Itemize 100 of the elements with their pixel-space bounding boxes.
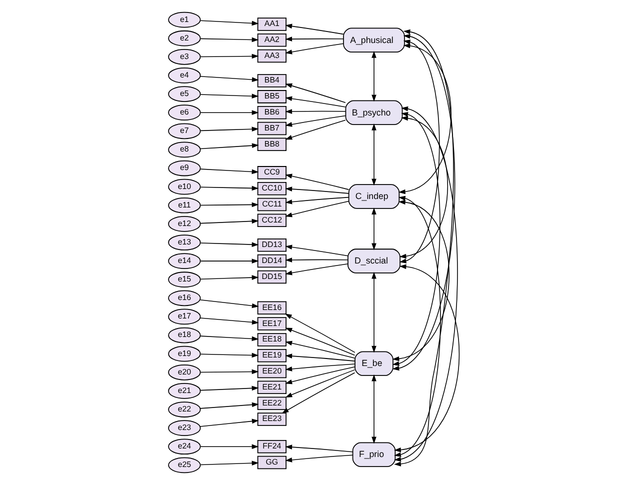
arrow [200,186,258,191]
node-ellipse: e6 [168,104,200,121]
node-ellipse: e17 [168,308,200,325]
node-ellipse: e14 [168,253,200,269]
arrow [200,54,258,59]
arrow [200,218,258,224]
arrow [284,366,355,384]
arrow [200,369,258,374]
arrow [200,336,258,342]
node-ellipse: e23 [168,420,200,436]
arrow [200,37,258,42]
arrow [284,454,352,462]
node-box: AA2 [256,34,286,47]
arrow [394,264,460,452]
arrow [284,340,355,359]
node-ellipse: e5 [168,86,200,102]
arrow [284,174,349,190]
node-ellipse: e20 [168,364,200,380]
arrow [284,24,344,35]
arrow [398,40,440,264]
arrow [284,200,349,218]
node-ellipse: e12 [168,216,200,232]
arrow [392,112,440,366]
node-box: EE20 [256,364,286,378]
node-box: EE17 [256,317,286,330]
node-box: EE19 [256,348,286,362]
node-box: CC9 [256,166,286,180]
node-ellipse: e7 [168,123,200,140]
node-box: BB5 [256,90,286,104]
arrow [371,123,376,186]
node-ellipse: e19 [168,346,200,362]
node-box: EE22 [256,396,286,410]
node-box: CC12 [256,214,286,228]
node-ellipse: e10 [168,178,200,195]
node-ellipse: e18 [168,327,200,344]
node-ellipse: e8 [168,142,200,158]
node-ellipse: e13 [168,234,200,250]
node-box: DD14 [256,254,286,268]
arrow [371,374,376,444]
arrow [199,318,258,325]
arrow [398,43,451,194]
node-ellipse: e25 [168,457,200,474]
arrow [284,96,346,108]
arrow [394,29,454,466]
arrow [200,352,258,358]
node-box: GG [256,456,286,470]
arrow [394,196,440,458]
arrow [200,386,258,391]
arrow [284,109,346,114]
node-box: EE23 [256,412,286,426]
node-ellipse: e2 [168,30,200,46]
arrow [284,186,349,194]
arrow [394,106,458,462]
arrow [284,43,344,54]
node-ellipse: e3 [168,49,200,65]
node-ellipse: e24 [168,438,200,455]
arrow [284,258,348,262]
node-box: DD13 [256,238,286,252]
arrow [284,244,348,256]
node-ellipse: e9 [168,160,200,176]
arrow [284,196,349,204]
node-box: BB6 [256,106,286,120]
node-ellipse: e1 [168,12,200,28]
arrow [284,369,355,398]
arrow [392,34,454,371]
node-box: EE16 [256,301,286,315]
arrow [284,83,346,104]
arrow [200,126,258,132]
node-ellipse: e15 [168,272,200,288]
node-ellipse: e4 [168,68,200,84]
node-box: EE21 [256,380,286,394]
arrow [284,314,355,353]
arrow [200,94,258,99]
arrow [200,202,258,208]
arrow [200,168,258,174]
arrow [200,258,258,264]
arrow [392,200,449,362]
arrow [200,444,258,450]
arrow [199,299,258,308]
node-box: DD15 [256,270,286,284]
arrow [371,50,376,102]
node-box: EE18 [256,333,286,346]
arrow [284,36,344,42]
arrow [371,208,376,250]
arrow [200,20,258,26]
node-box: BB8 [256,138,286,152]
node-ellipse: e16 [168,290,200,306]
arrow [199,402,258,409]
arrow [284,115,346,127]
arrow [371,272,376,353]
arrow [199,143,258,150]
node-ellipse: e22 [168,402,200,418]
arrow [200,460,258,466]
arrow [284,328,355,356]
node-box: CC10 [256,182,286,196]
arrow [199,418,258,427]
arrow [284,354,355,362]
arrow [199,76,258,82]
node-box: AA3 [256,49,286,63]
arrow [200,110,258,116]
